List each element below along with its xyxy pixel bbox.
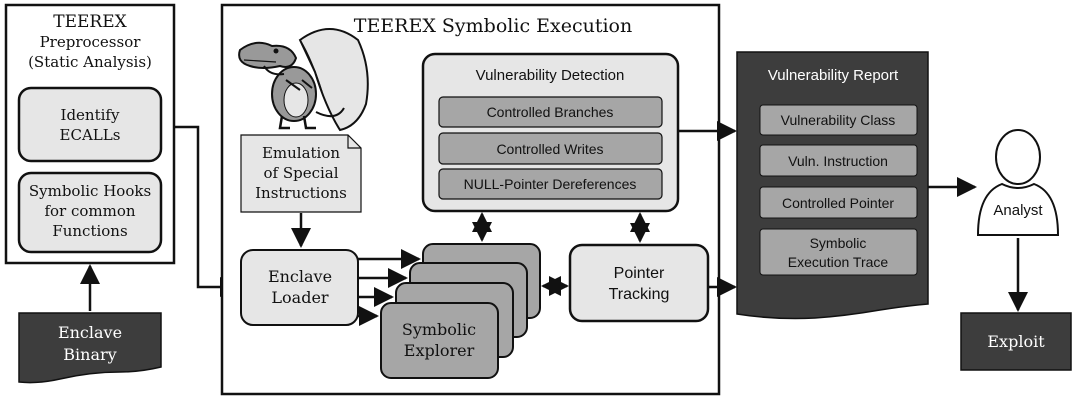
trace-line2: Execution Trace (788, 254, 889, 270)
symbolic-explorer-line1: Symbolic (402, 320, 476, 339)
detection-item: Controlled Writes (438, 132, 663, 165)
report-item-label: Vuln. Instruction (788, 153, 888, 169)
exploit-box: Exploit (960, 312, 1072, 371)
symbolic-hooks-line2: for common (44, 202, 135, 220)
enclave-binary-line2: Binary (63, 345, 116, 364)
exploit-label: Exploit (987, 332, 1045, 351)
vulnerability-report-document: Vulnerability Report Vulnerability Class… (736, 51, 929, 320)
report-item: Vulnerability Class (759, 104, 918, 136)
trex-mascot-icon (238, 28, 369, 132)
identify-ecalls-line1: Identify (61, 106, 120, 124)
enclave-loader-line2: Loader (271, 288, 329, 307)
detection-item-label: NULL-Pointer Dereferences (464, 176, 637, 192)
preprocessor-static-analysis: (Static Analysis) (28, 53, 152, 71)
enclave-loader-box: Enclave Loader (240, 249, 359, 326)
report-item-label: Controlled Pointer (782, 195, 894, 211)
preprocessor-title: TEEREX (53, 12, 127, 32)
enclave-binary-document: Enclave Binary (18, 312, 162, 384)
emulation-line1: Emulation (262, 144, 340, 162)
analyst-label: Analyst (993, 202, 1043, 219)
detection-item: Controlled Branches (438, 96, 663, 128)
symex-title: TEEREX Symbolic Execution (354, 15, 632, 37)
vulnerability-report-title: Vulnerability Report (768, 67, 899, 84)
vulnerability-detection-box: Vulnerability Detection Controlled Branc… (421, 52, 680, 213)
pointer-tracking-box: Pointer Tracking (568, 243, 710, 323)
emulation-note: Emulation of Special Instructions (240, 134, 362, 213)
arrow-preprocessor-to-loader (174, 125, 240, 297)
symbolic-hooks-box: Symbolic Hooks for common Functions (17, 171, 163, 254)
symbolic-hooks-line3: Functions (52, 222, 127, 240)
symbolic-hooks-line1: Symbolic Hooks (29, 182, 151, 200)
vulnerability-detection-title: Vulnerability Detection (476, 67, 625, 84)
preprocessor-subtitle: Preprocessor (40, 33, 142, 51)
identify-ecalls-box: Identify ECALLs (17, 86, 163, 163)
identify-ecalls-line2: ECALLs (60, 126, 121, 144)
enclave-binary-line1: Enclave (58, 323, 122, 342)
report-item-trace: Symbolic Execution Trace (759, 228, 918, 276)
emulation-line2: of Special (263, 164, 338, 182)
pointer-tracking-line1: Pointer (614, 265, 665, 282)
emulation-line3: Instructions (255, 184, 347, 202)
preprocessor-panel: TEEREX Preprocessor (Static Analysis) Id… (4, 3, 176, 265)
symbolic-execution-panel: TEEREX Symbolic Execution Emulation of S… (220, 3, 721, 396)
detection-item: NULL-Pointer Dereferences (438, 168, 663, 200)
pointer-tracking-line2: Tracking (609, 286, 670, 303)
detection-item-label: Controlled Writes (496, 141, 603, 157)
symbolic-explorer-line2: Explorer (404, 341, 475, 360)
analyst-person-icon: Analyst (976, 129, 1060, 236)
enclave-loader-line1: Enclave (268, 267, 332, 286)
trace-line1: Symbolic (810, 235, 867, 251)
detection-item-label: Controlled Branches (487, 104, 614, 120)
report-item: Vuln. Instruction (759, 144, 918, 177)
symbolic-explorer-stack: Symbolic Explorer (380, 243, 541, 379)
report-item: Controlled Pointer (759, 186, 918, 219)
report-item-label: Vulnerability Class (781, 112, 896, 128)
